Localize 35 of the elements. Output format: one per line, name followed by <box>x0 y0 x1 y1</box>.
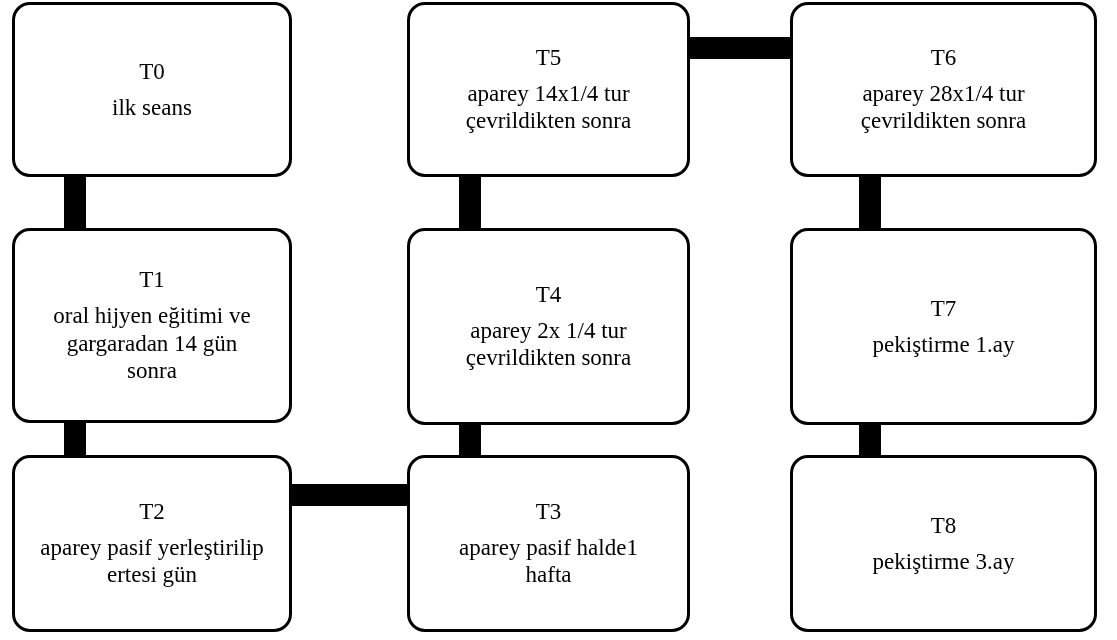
step-description: aparey 28x1/4 tur çevrildikten sonra <box>859 79 1028 135</box>
step-label: T1 <box>139 266 165 294</box>
connector-bar <box>459 177 481 228</box>
step-description: aparey pasif yerleştirilip ertesi gün <box>39 533 265 589</box>
step-box <box>790 228 1097 425</box>
step-label: T4 <box>535 281 562 309</box>
step-description: pekiştirme 1.ay <box>872 330 1015 359</box>
step-box <box>790 455 1097 632</box>
step-description: aparey 14x1/4 tur çevrildikten sonra <box>464 79 633 135</box>
step-box <box>12 228 292 423</box>
step-box <box>12 2 292 177</box>
step-label: T0 <box>139 57 165 86</box>
step-label: T2 <box>139 498 165 526</box>
step-description: pekiştirme 3.ay <box>872 547 1015 576</box>
step-box <box>407 2 690 177</box>
step-label: T6 <box>930 44 957 72</box>
connector-bar <box>64 177 86 228</box>
step-box <box>407 228 690 425</box>
connector-bar <box>64 423 86 455</box>
step-description: aparey 2x 1/4 tur çevrildikten sonra <box>464 316 633 372</box>
step-label: T5 <box>535 44 562 72</box>
step-description: ilk seans <box>112 93 192 122</box>
connector-bar <box>690 37 790 59</box>
step-description: aparey pasif halde1 hafta <box>458 533 639 589</box>
step-label: T7 <box>930 294 957 323</box>
step-box <box>790 2 1097 177</box>
connector-bar <box>292 484 407 506</box>
connector-bar <box>859 177 881 228</box>
step-label: T8 <box>930 511 957 540</box>
step-description: oral hijyen eğitimi ve gargaradan 14 gün sonra <box>52 301 252 385</box>
connector-bar <box>859 425 881 455</box>
step-box <box>12 455 292 632</box>
step-box <box>407 455 690 632</box>
connector-bar <box>459 425 481 455</box>
step-label: T3 <box>535 498 562 526</box>
